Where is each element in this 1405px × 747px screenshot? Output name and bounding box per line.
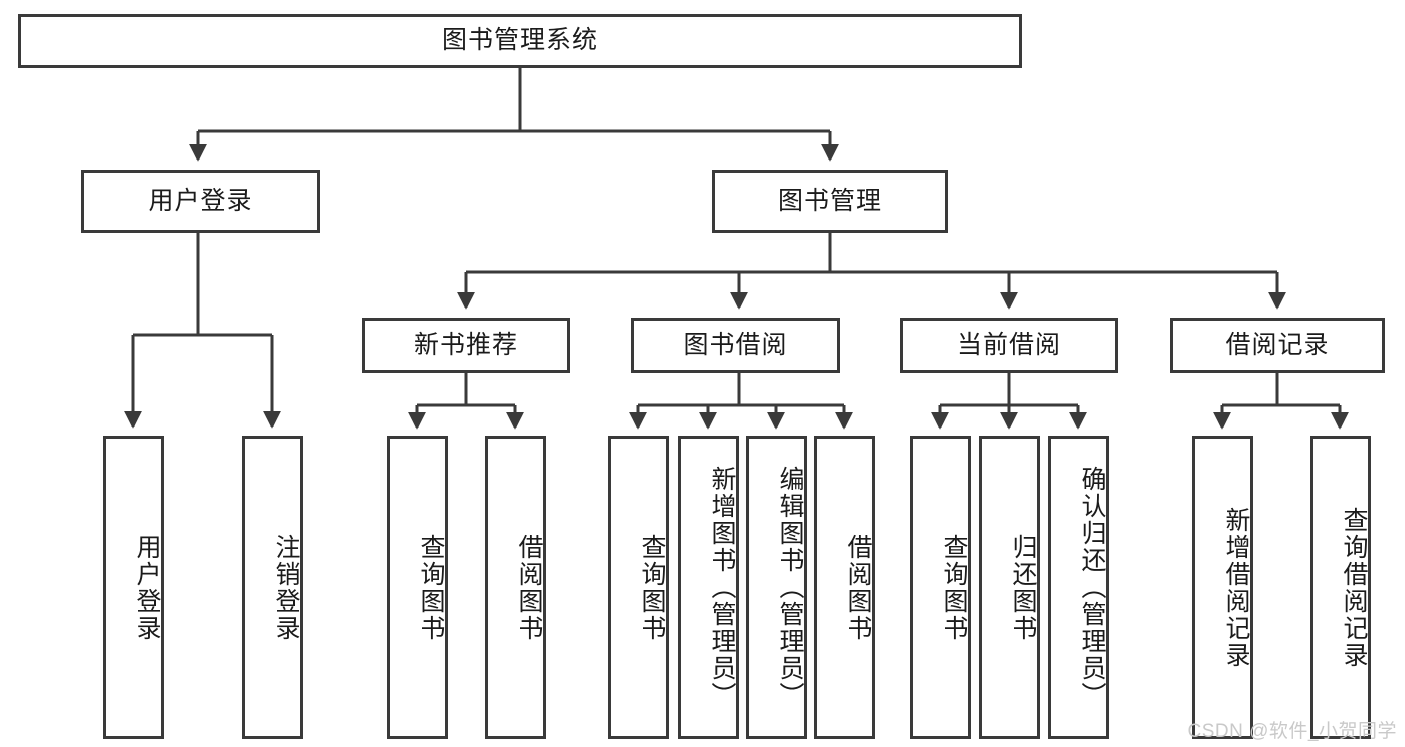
node-current-borrow-label: 当前借阅 — [956, 330, 1061, 359]
leaf-label: 借阅图书 — [844, 533, 872, 642]
leaf-new-book-query[interactable]: 查询图书 — [387, 436, 448, 739]
csdn-watermark: CSDN @软件_小贺同学 — [1187, 721, 1397, 742]
leaf-label: 编辑图书（管理员） — [776, 466, 804, 709]
leaf-label: 确认归还（管理员） — [1078, 466, 1106, 709]
leaf-record-query[interactable]: 查询借阅记录 — [1310, 436, 1371, 739]
leaf-label: 注销登录 — [272, 533, 300, 642]
node-new-book-recommend-label: 新书推荐 — [413, 330, 518, 359]
leaf-borrow-add-book-admin[interactable]: 新增图书（管理员） — [678, 436, 739, 739]
node-root-label: 图书管理系统 — [441, 26, 598, 55]
node-root[interactable]: 图书管理系统 — [18, 14, 1022, 68]
node-book-borrow[interactable]: 图书借阅 — [631, 318, 840, 373]
leaf-label: 查询图书 — [940, 533, 968, 642]
leaf-user-login-logout[interactable]: 注销登录 — [242, 436, 303, 739]
leaf-borrow-borrow-book[interactable]: 借阅图书 — [814, 436, 875, 739]
node-borrow-record-label: 借阅记录 — [1225, 330, 1330, 359]
leaf-label: 新增借阅记录 — [1222, 506, 1250, 669]
leaf-label: 查询借阅记录 — [1340, 506, 1368, 669]
leaf-label: 借阅图书 — [515, 533, 543, 642]
leaf-user-login-login[interactable]: 用户登录 — [103, 436, 164, 739]
leaf-label: 归还图书 — [1009, 533, 1037, 642]
leaf-new-book-borrow[interactable]: 借阅图书 — [485, 436, 546, 739]
node-current-borrow[interactable]: 当前借阅 — [900, 318, 1118, 373]
node-new-book-recommend[interactable]: 新书推荐 — [362, 318, 570, 373]
node-borrow-record[interactable]: 借阅记录 — [1170, 318, 1385, 373]
leaf-label: 查询图书 — [638, 533, 666, 642]
node-book-management-label: 图书管理 — [777, 186, 882, 215]
leaf-current-return-book[interactable]: 归还图书 — [979, 436, 1040, 739]
leaf-borrow-edit-book-admin[interactable]: 编辑图书（管理员） — [746, 436, 807, 739]
leaf-current-query-book[interactable]: 查询图书 — [910, 436, 971, 739]
node-book-borrow-label: 图书借阅 — [683, 330, 788, 359]
leaf-current-confirm-return-admin[interactable]: 确认归还（管理员） — [1048, 436, 1109, 739]
node-user-login-label: 用户登录 — [148, 186, 253, 215]
leaf-label: 用户登录 — [133, 533, 161, 642]
node-book-management[interactable]: 图书管理 — [712, 170, 948, 233]
leaf-record-add[interactable]: 新增借阅记录 — [1192, 436, 1253, 739]
leaf-label: 查询图书 — [417, 533, 445, 642]
leaf-borrow-query-book[interactable]: 查询图书 — [608, 436, 669, 739]
leaf-label: 新增图书（管理员） — [708, 466, 736, 709]
node-user-login[interactable]: 用户登录 — [81, 170, 320, 233]
